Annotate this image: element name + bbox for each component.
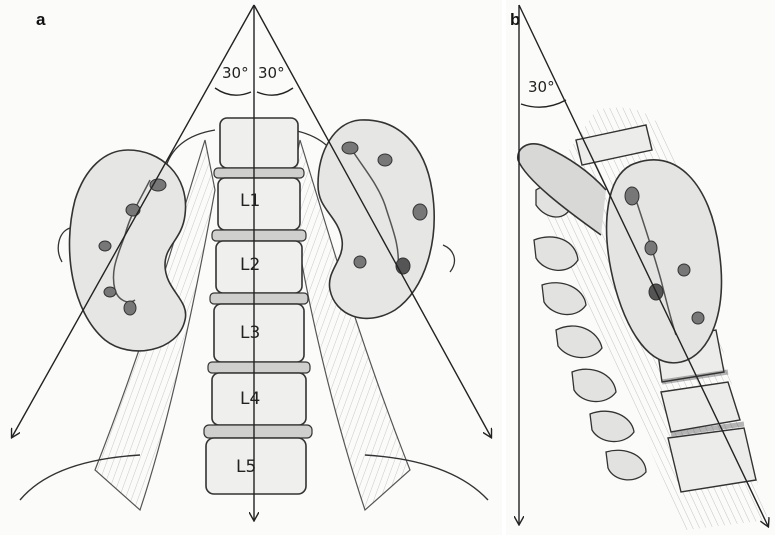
- disc-l3-l4: [208, 362, 310, 373]
- label-l1: L1: [240, 191, 260, 211]
- label-l4: L4: [240, 389, 260, 409]
- frontal-illustration: L1 L2 L3 L4 L5 30° 30°: [0, 0, 502, 535]
- panel-a-frontal-view: a: [0, 0, 502, 535]
- oblique-angle-arc: [521, 100, 566, 107]
- right-angle-arc: [257, 88, 293, 95]
- label-l2: L2: [240, 255, 260, 275]
- disc-t12-l1: [214, 168, 304, 178]
- label-l5: L5: [236, 457, 256, 477]
- disc-l2-l3: [210, 293, 308, 304]
- disc-l1-l2: [212, 230, 306, 241]
- right-kidney: [318, 120, 454, 318]
- angle-right-label: 30°: [258, 64, 285, 82]
- disc-l4-l5: [204, 425, 312, 438]
- lateral-illustration: 30°: [506, 0, 775, 535]
- t12-vertebra: [220, 118, 298, 168]
- left-angle-arc: [215, 88, 251, 95]
- oblique-angle-label: 30°: [528, 78, 555, 96]
- lumbar-spine: [204, 118, 312, 494]
- label-l3: L3: [240, 323, 260, 343]
- angle-left-label: 30°: [222, 64, 249, 82]
- panel-b-lateral-view: b: [506, 0, 775, 535]
